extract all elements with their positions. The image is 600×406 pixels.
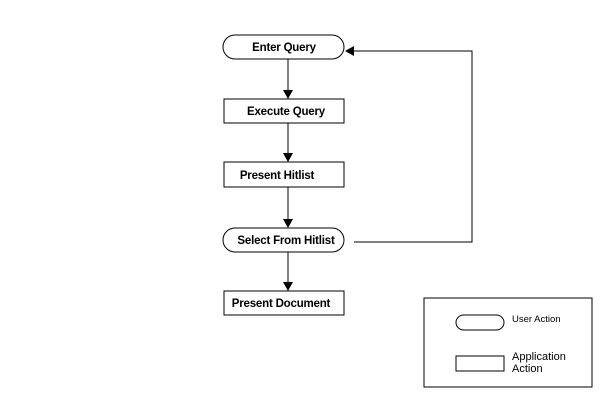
legend-user-action-label: User Action [512,314,561,325]
edge-hitlist-to-select [283,187,293,228]
node-label: Select From Hitlist [237,235,335,247]
application-action-shape [223,290,345,316]
edge-select-to-document [283,252,293,291]
application-action-shape [223,161,345,188]
node-execute-query: Execute Query [223,98,345,124]
legend-application-action-label-line1: Application [512,351,566,363]
legend-item-application-action: Application Action [455,351,566,375]
node-label: Execute Query [247,106,326,118]
legend-item-user-action: User Action [455,314,561,331]
edge-enter-to-execute [283,59,293,99]
node-present-hitlist: Present Hitlist [223,161,345,188]
legend-application-action-swatch [455,355,505,372]
edge-select-loop-to-enter [345,46,473,243]
node-label: Enter Query [252,42,316,54]
node-enter-query: Enter Query [222,34,345,60]
application-action-shape [223,98,345,124]
node-label: Present Hitlist [240,170,315,182]
node-label: Present Document [232,298,331,310]
legend: User Action Application Action [423,297,593,388]
edge-execute-to-hitlist [283,123,293,162]
user-action-shape [222,227,345,253]
legend-user-action-swatch [455,314,505,331]
legend-application-action-label-line2: Action [512,363,543,375]
user-action-shape [222,34,345,60]
node-select-from-hitlist: Select From Hitlist [222,227,345,253]
node-present-document: Present Document [223,290,345,316]
legend-box [423,297,593,388]
